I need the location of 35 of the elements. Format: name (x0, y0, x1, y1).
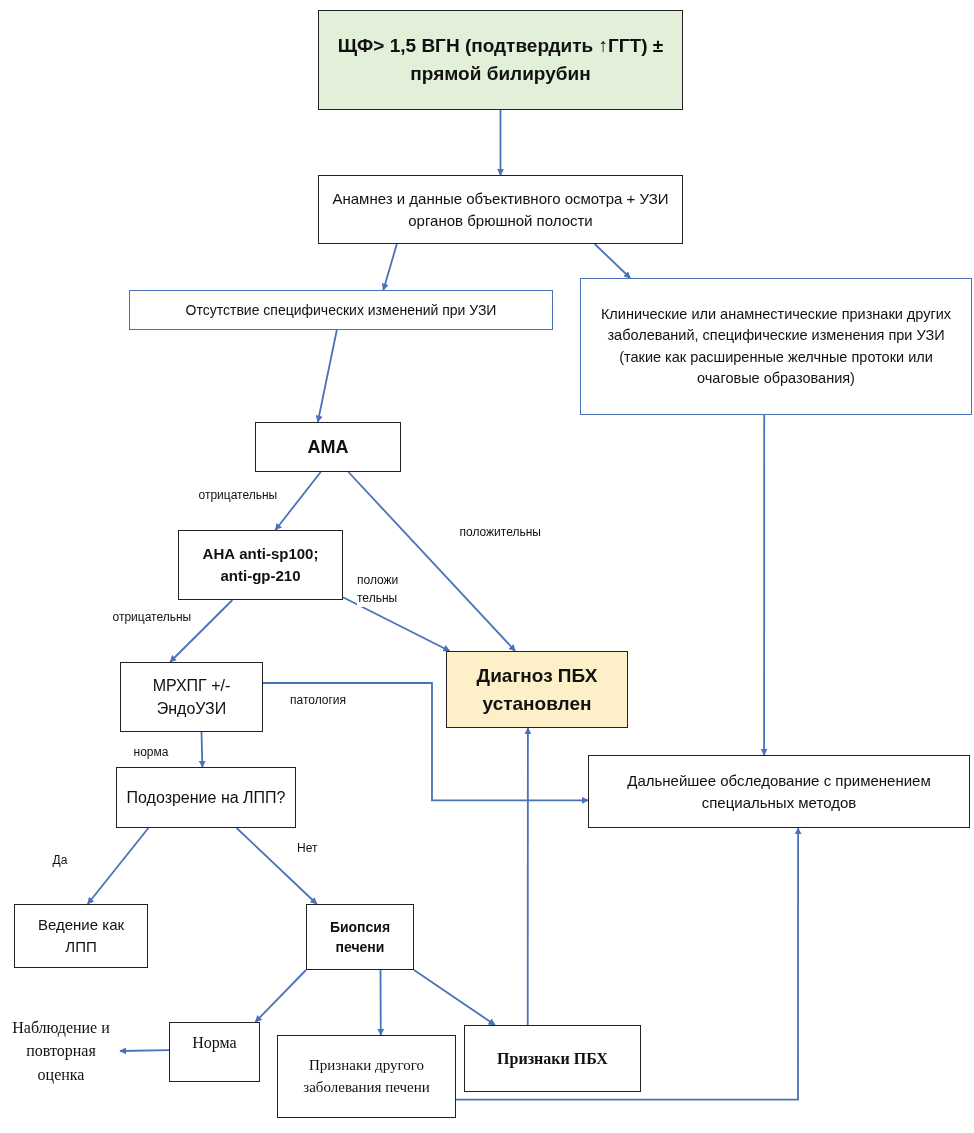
arrow (262, 682, 589, 804)
result-box: Диагноз ПБХ установлен (446, 651, 628, 728)
arrow (274, 471, 322, 531)
process-box: Ведение как ЛПП (14, 904, 148, 968)
arrow (377, 969, 385, 1036)
arrow (455, 827, 802, 1101)
start-box: ЩФ> 1,5 ВГН (подтвердить ↑ГГТ) ± прямой билирубин (318, 10, 683, 110)
process-box: Признаки ПБХ (464, 1025, 641, 1092)
process-box: Клинические или анамнестические признаки других заболеваний, специфические изменения при УЗИ (такие как расширенные желчные протоки или очаговые образования) (580, 278, 972, 415)
process-box: АНА anti-sp100; anti-gp-210 (178, 530, 343, 600)
arrow (198, 731, 206, 768)
process-box: АМА (255, 422, 401, 472)
arrow (235, 827, 318, 905)
process-box: Анамнез и данные объективного осмотра + УЗИ органов брюшной полости (318, 175, 683, 244)
process-box: Норма (169, 1022, 260, 1082)
arrow (413, 969, 496, 1026)
process-box: МРХПГ +/- ЭндоУЗИ (120, 662, 263, 732)
arrow (381, 243, 398, 291)
arrow (169, 599, 234, 663)
arrow (254, 969, 307, 1023)
arrow (760, 414, 768, 756)
outcome-text: Наблюдение и повторная оценка (11, 1018, 111, 1086)
arrow (119, 1047, 170, 1055)
process-box: Биопсия печени (306, 904, 414, 970)
process-box: Дальнейшее обследование с применением специальных методов (588, 755, 970, 828)
process-box: Отсутствие специфических изменений при УЗИ (129, 290, 553, 330)
arrow (86, 827, 150, 905)
arrow (347, 471, 517, 652)
process-box: Признаки другого заболевания печени (277, 1035, 456, 1118)
arrow (524, 727, 532, 1026)
arrow (315, 329, 338, 423)
arrow (497, 109, 504, 176)
process-box: Подозрение на ЛПП? (116, 767, 296, 828)
arrow (342, 596, 451, 652)
arrow (593, 243, 632, 279)
